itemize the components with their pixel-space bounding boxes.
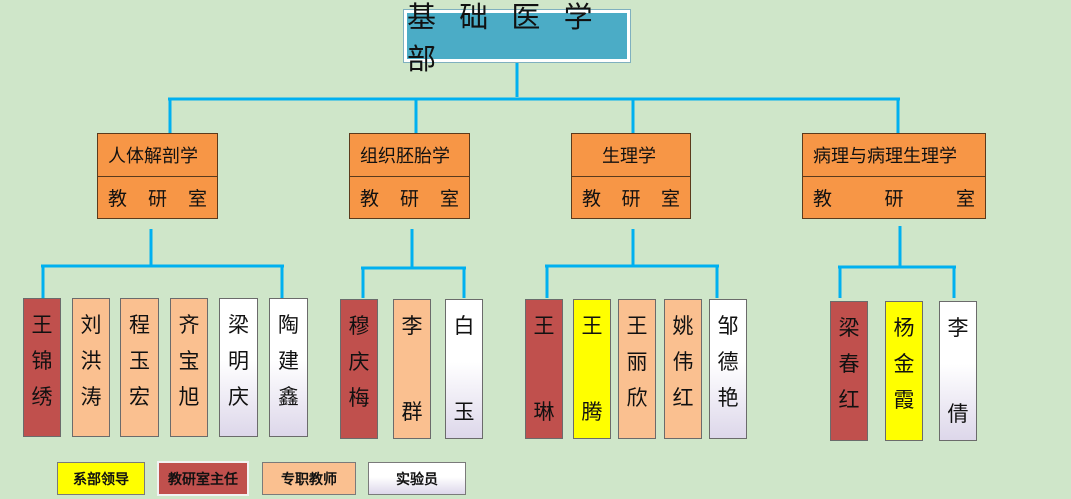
- staff-card: 齐 宝 旭: [170, 298, 208, 437]
- staff-card: 刘 洪 涛: [72, 298, 110, 437]
- staff-card: 王 丽 欣: [618, 299, 656, 439]
- dept-box-histology: 组织胚胎学 教 研 室: [349, 133, 470, 219]
- staff-card: 程 玉 宏: [120, 298, 159, 437]
- staff-card: 姚 伟 红: [664, 299, 702, 439]
- staff-card: 王 琳: [525, 299, 563, 439]
- staff-card: 陶 建 鑫: [269, 298, 308, 437]
- dept-name: 组织胚胎学: [350, 134, 469, 177]
- dept-name: 病理与病理生理学: [803, 134, 985, 177]
- staff-card: 梁 春 红: [830, 301, 868, 441]
- dept-box-anatomy: 人体解剖学 教 研 室: [97, 133, 218, 219]
- staff-card: 梁 明 庆: [219, 298, 258, 437]
- staff-card: 白 玉: [445, 299, 483, 439]
- legend-teacher: 专职教师: [262, 462, 356, 495]
- staff-card: 李 倩: [939, 301, 977, 441]
- dept-box-physiology: 生理学 教 研 室: [571, 133, 691, 219]
- legend-lead: 系部领导: [57, 462, 145, 495]
- staff-card: 王 腾: [573, 299, 611, 439]
- dept-box-pathology: 病理与病理生理学 教 研 室: [802, 133, 986, 219]
- dept-subtitle: 教 研 室: [108, 187, 207, 210]
- dept-subtitle: 教 研 室: [813, 187, 975, 210]
- staff-card: 杨 金 霞: [885, 301, 923, 441]
- dept-subtitle: 教 研 室: [360, 187, 459, 210]
- staff-card: 李 群: [393, 299, 431, 439]
- staff-card: 穆 庆 梅: [340, 299, 378, 439]
- dept-name: 生理学: [572, 134, 690, 177]
- staff-card: 王 锦 绣: [23, 298, 61, 437]
- legend-lab: 实验员: [368, 462, 466, 495]
- dept-name: 人体解剖学: [98, 134, 217, 177]
- staff-card: 邹 德 艳: [709, 299, 747, 439]
- legend-head: 教研室主任: [157, 461, 249, 496]
- page-title: 基 础 医 学 部: [404, 0, 630, 76]
- dept-subtitle: 教 研 室: [582, 187, 680, 210]
